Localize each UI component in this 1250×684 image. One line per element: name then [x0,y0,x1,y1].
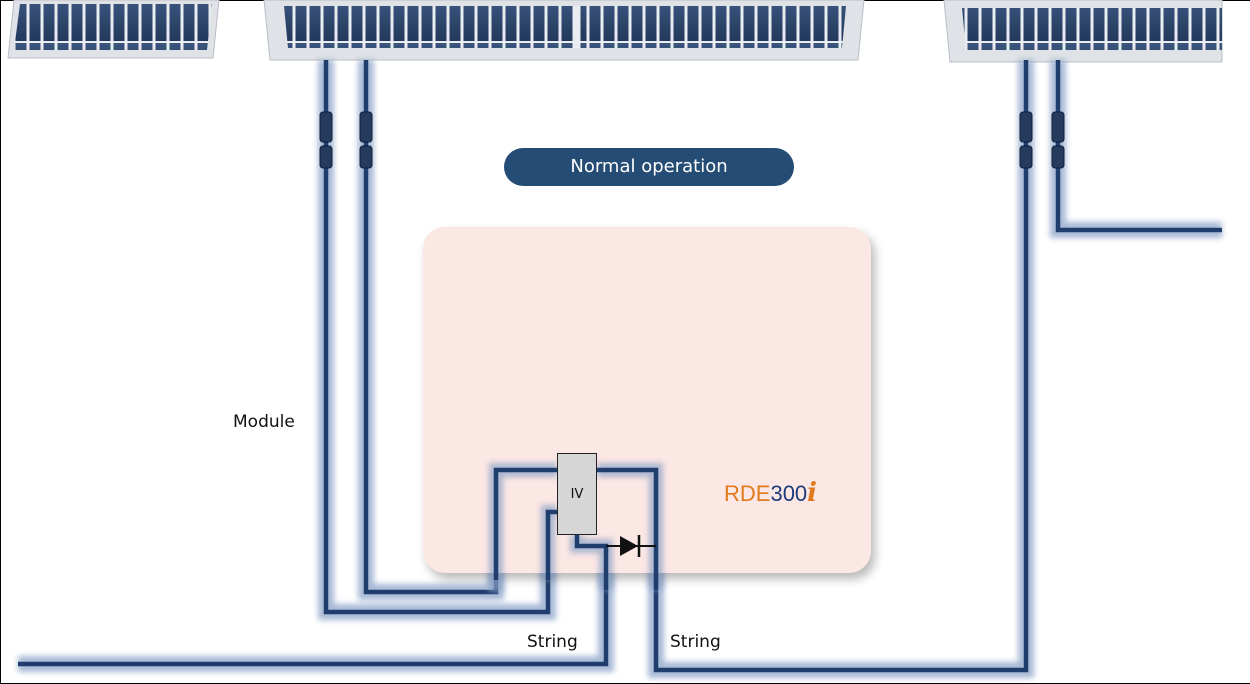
brand-logo: RDE300i [724,478,817,508]
solar-panel-right [943,0,1223,63]
string-label-right: String [670,632,721,652]
connectors [319,111,1065,169]
connector-right-c [1051,111,1065,143]
solar-panel-left [7,0,220,59]
iv-measurement-box: IV [557,453,597,535]
connector-left-c [359,111,373,143]
brand-prefix: RDE [724,481,771,506]
connector-right-a [1019,111,1033,143]
brand-number: 300 [770,481,808,506]
connector-left-a [319,111,333,143]
module-label: Module [233,412,295,432]
status-pill: Normal operation [504,148,794,186]
string-label-left: String [527,632,578,652]
connector-right-d [1051,145,1065,169]
brand-suffix: i [807,478,818,508]
connector-left-b [319,145,333,169]
diode-symbol [606,535,656,557]
connector-right-b [1019,145,1033,169]
connector-left-d [359,145,373,169]
solar-panel-center [263,0,865,61]
